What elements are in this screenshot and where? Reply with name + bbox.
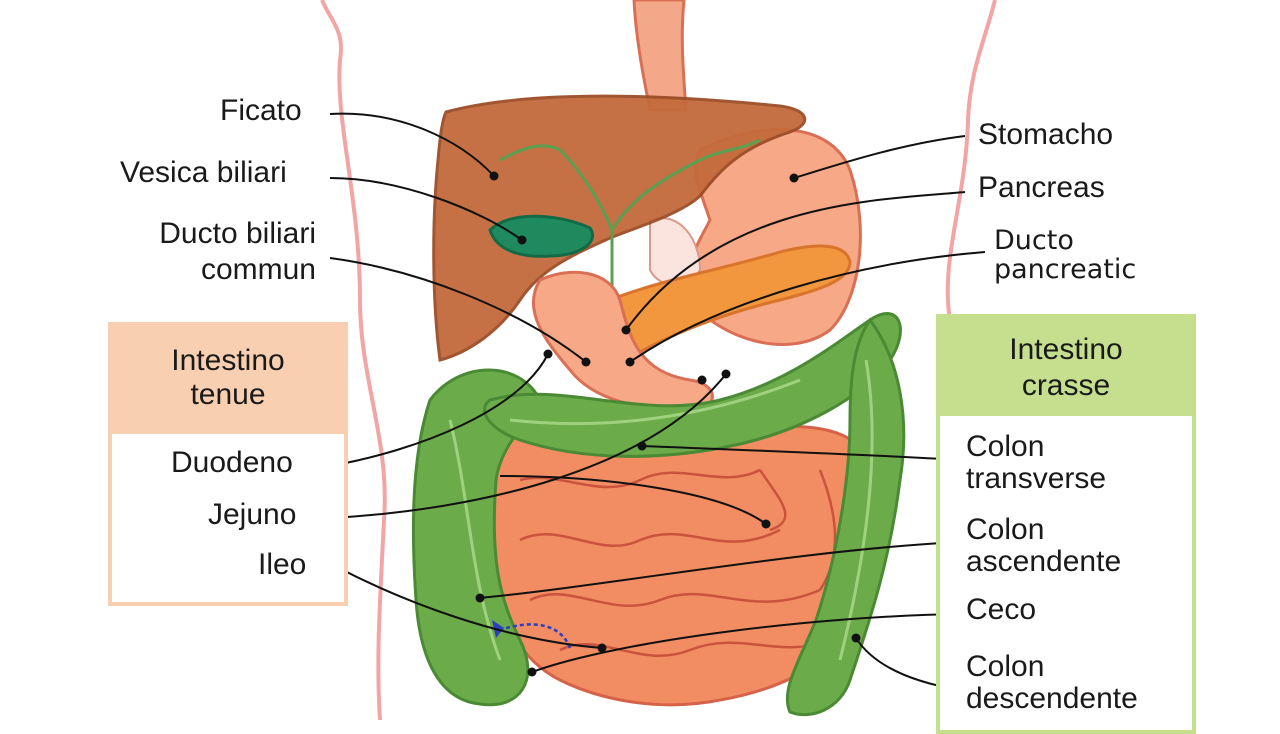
- legend-crasse-line-2: crasse: [1021, 369, 1111, 402]
- legend-intestino-tenue-title: Intestino tenue: [112, 344, 344, 412]
- leader-ceco: [531, 613, 961, 673]
- leader-pancreas: [625, 191, 966, 331]
- label-colon-descendente-line-1: Colon: [966, 650, 1045, 683]
- label-ducto-biliari-line-2: commun: [200, 253, 316, 286]
- label-pancreas: Pancreas: [978, 171, 1105, 204]
- label-ducto-pancreatic-line-2: pancreatic: [994, 254, 1137, 285]
- dot-ceco: [527, 667, 537, 677]
- label-colon-ascendente-line-2: ascendente: [966, 545, 1122, 578]
- leader-vesica: [329, 177, 523, 241]
- label-ficato: Ficato: [220, 94, 302, 127]
- large-intestine-haustra: [448, 359, 874, 661]
- dot-colon-descendente: [851, 633, 861, 643]
- leader-duodeno: [329, 353, 549, 467]
- dot-jejuno: [721, 369, 731, 379]
- label-stomacho: Stomacho: [978, 118, 1114, 151]
- esophagus: [632, 0, 688, 112]
- label-ileo: Ileo: [258, 548, 307, 581]
- label-ducto-biliari-line-1: Ducto biliari: [159, 217, 316, 250]
- dot-duodeno: [543, 349, 553, 359]
- leader-ducto-biliari: [329, 257, 587, 363]
- legend-intestino-tenue-header: Intestino tenue: [112, 326, 344, 434]
- dot-ducto-pancreatic: [625, 357, 635, 367]
- leader-lines: [329, 112, 986, 691]
- dot-jejuno-2: [697, 375, 707, 385]
- duodenum: [532, 270, 714, 412]
- label-vesica-biliari: Vesica biliari: [120, 156, 287, 189]
- liver: [432, 94, 807, 362]
- label-colon-ascendente: Colon ascendente: [966, 514, 1121, 578]
- dot-pancreas: [621, 325, 631, 335]
- legend-tenue-line-1: Intestino: [171, 344, 285, 377]
- dot-ileo: [597, 643, 607, 653]
- legend-intestino-crasse-header: Intestino crasse: [940, 318, 1192, 416]
- label-colon-descendente: Colon descendente: [966, 651, 1138, 715]
- legend-intestino-tenue: Intestino tenue: [108, 322, 348, 606]
- label-colon-transverse: Colon transverse: [966, 431, 1106, 495]
- label-ducto-biliari-commun: Ducto biliari commun: [130, 218, 316, 286]
- leader-colon-transverse: [641, 445, 961, 461]
- label-colon-descendente-line-2: descendente: [966, 682, 1138, 715]
- label-ducto-pancreatic-line-1: Ducto: [994, 225, 1074, 256]
- dot-stomacho: [789, 173, 799, 183]
- legend-intestino-crasse-title: Intestino crasse: [940, 332, 1192, 404]
- leader-dots: [475, 171, 861, 677]
- dot-colon-ascendente: [475, 593, 485, 603]
- leader-ileo: [334, 565, 603, 649]
- large-intestine: [411, 312, 906, 717]
- dot-ficato: [489, 171, 499, 181]
- dot-small-int: [761, 519, 771, 529]
- label-colon-ascendente-line-1: Colon: [966, 513, 1045, 546]
- label-ceco: Ceco: [966, 593, 1037, 626]
- leader-stomacho: [793, 135, 966, 179]
- label-jejuno: Jejuno: [208, 498, 297, 531]
- label-colon-transverse-line-2: transverse: [966, 462, 1107, 495]
- leader-jejuno: [329, 373, 727, 519]
- leader-small-int: [499, 475, 767, 525]
- dot-vesica: [517, 235, 527, 245]
- label-ducto-pancreatic: Ducto pancreatic: [994, 226, 1136, 284]
- legend-crasse-line-1: Intestino: [1009, 333, 1123, 366]
- label-colon-transverse-line-1: Colon: [966, 430, 1045, 463]
- legend-intestino-crasse: Intestino crasse: [936, 314, 1196, 734]
- label-duodeno: Duodeno: [171, 446, 293, 479]
- appendix-arrow: [499, 623, 572, 649]
- leader-colon-ascendente: [479, 541, 961, 599]
- leader-ficato: [329, 112, 495, 177]
- dot-ducto-biliari: [581, 357, 591, 367]
- leader-ducto-pancreatic: [629, 251, 986, 363]
- dot-colon-transverse: [637, 441, 647, 451]
- gallbladder: [488, 214, 594, 258]
- legend-tenue-line-2: tenue: [190, 378, 266, 411]
